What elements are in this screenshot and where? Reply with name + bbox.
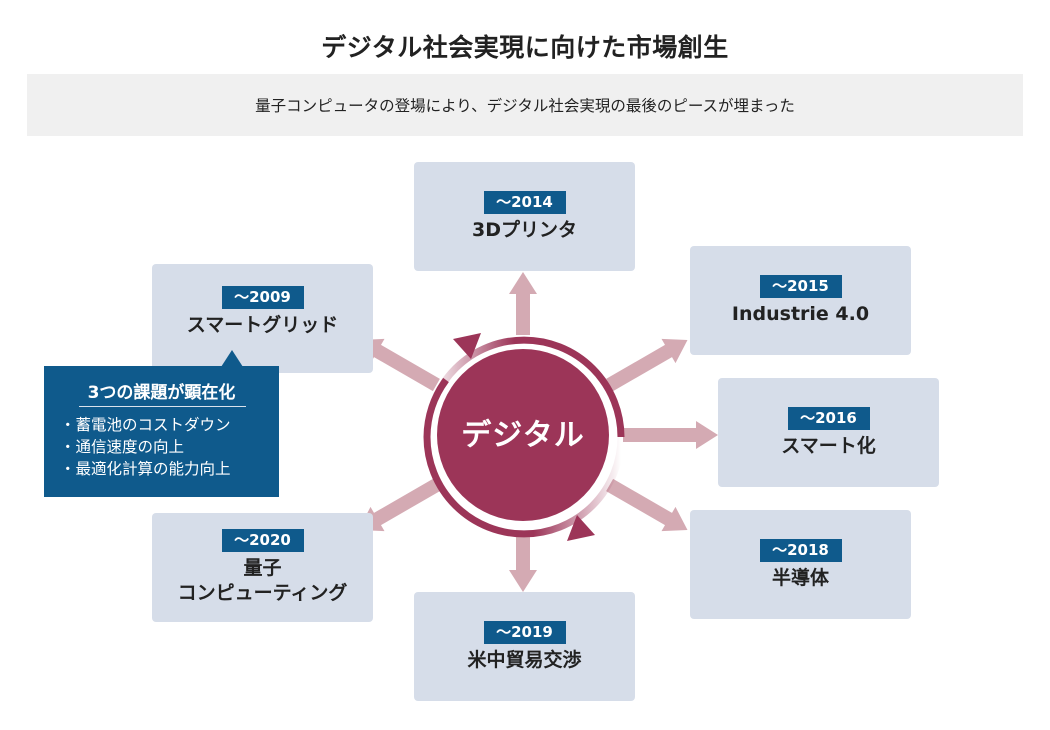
node-trade: ～2019 米中貿易交渉 xyxy=(414,592,635,701)
cycle-arrowhead-top-left xyxy=(453,333,481,359)
center-circle xyxy=(437,349,609,521)
period-tag: ～2016 xyxy=(787,406,870,430)
cycle-ring-left xyxy=(423,377,449,438)
arrow-to-industrie xyxy=(606,338,688,392)
center-label: デジタル xyxy=(461,418,585,453)
period-tag: ～2018 xyxy=(759,538,842,562)
node-label: 半導体 xyxy=(771,566,829,589)
node-label-line1: 量子 xyxy=(243,557,282,579)
node-smart-ka: ～2016 スマート化 xyxy=(718,378,939,487)
subtitle: 量子コンピュータの登場により、デジタル社会実現の最後のピースが埋まった xyxy=(255,97,795,115)
node-semiconductor: ～2018 半導体 xyxy=(690,510,911,619)
callout-list: ・蓄電池のコストダウン ・通信速度の向上 ・最適化計算の能力向上 xyxy=(60,414,231,480)
callout-divider xyxy=(79,406,246,407)
radial-arrows xyxy=(358,272,718,592)
callout-pointer xyxy=(221,350,243,367)
period-tag: ～2014 xyxy=(483,190,566,214)
node-label: 米中貿易交渉 xyxy=(467,648,582,671)
issues-callout: 3つの課題が顕在化 ・蓄電池のコストダウン ・通信速度の向上 ・最適化計算の能力… xyxy=(44,366,279,497)
subtitle-bar: 量子コンピュータの登場により、デジタル社会実現の最後のピースが埋まった xyxy=(27,74,1023,136)
arrow-to-smart-ka xyxy=(623,421,718,449)
node-label: スマート化 xyxy=(781,434,876,457)
arrow-to-smart-grid xyxy=(358,338,440,392)
node-smart-grid: ～2009 スマートグリッド xyxy=(152,264,373,373)
node-label: スマートグリッド xyxy=(186,313,339,336)
page-title: デジタル社会実現に向けた市場創生 xyxy=(321,33,729,62)
period-tag: ～2009 xyxy=(221,285,304,309)
arrow-to-3d-printer xyxy=(509,272,537,335)
period-tag: ～2015 xyxy=(759,274,842,298)
callout-item: ・通信速度の向上 xyxy=(60,438,185,456)
arrow-to-quantum xyxy=(358,478,440,532)
cycle-ring-bottom xyxy=(423,436,625,538)
arrow-to-semiconductor xyxy=(606,478,688,532)
period-tag: ～2020 xyxy=(221,529,304,552)
node-industrie: ～2015 Industrie 4.0 xyxy=(690,246,911,355)
node-3d-printer: ～2014 3Dプリンタ xyxy=(414,162,635,271)
period-tag: ～2019 xyxy=(483,620,566,644)
node-quantum: ～2020 量子 コンピューティング xyxy=(152,513,373,622)
callout-title: 3つの課題が顕在化 xyxy=(87,383,236,403)
callout-item: ・最適化計算の能力向上 xyxy=(60,460,231,478)
cycle-arrowhead-bottom-right xyxy=(567,515,595,541)
arrow-to-trade xyxy=(509,535,537,592)
node-label-line2: コンピューティング xyxy=(177,582,348,604)
node-label: 3Dプリンタ xyxy=(472,218,577,241)
callout-item: ・蓄電池のコストダウン xyxy=(60,416,231,434)
node-label: Industrie 4.0 xyxy=(731,302,870,325)
